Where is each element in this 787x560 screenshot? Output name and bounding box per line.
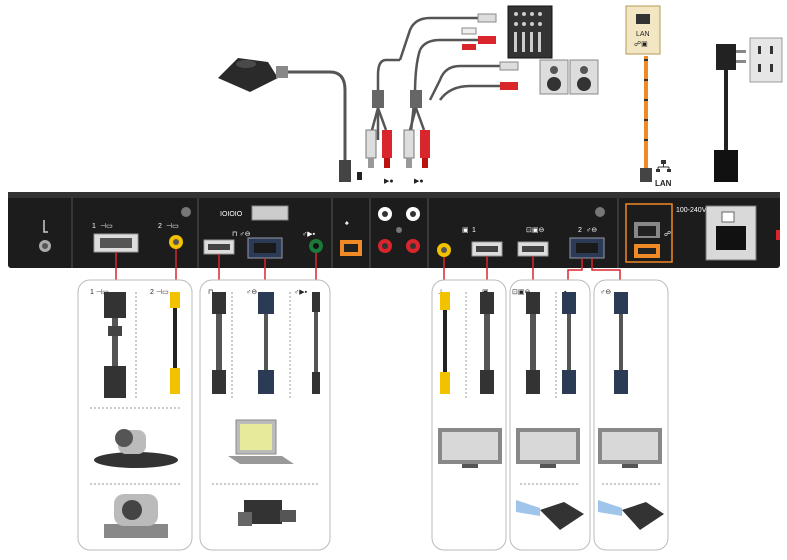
monitor2-icon [516, 428, 580, 468]
svg-text:☍: ☍ [664, 230, 671, 238]
microphone-plug [276, 66, 288, 78]
hdmi-cable [212, 292, 226, 394]
projector1-icon [516, 500, 584, 530]
svg-text:⊣▭: ⊣▭ [96, 289, 109, 296]
data-port-label: IOIOIO [220, 211, 243, 218]
svg-text:⊓: ⊓ [208, 289, 213, 296]
mixer-cables [376, 16, 478, 141]
audio-mixer-icon [507, 5, 553, 59]
mixer-plug-white [477, 13, 497, 23]
projector2-icon [598, 500, 664, 530]
camera2-input-label: 2 [158, 223, 162, 230]
lan-wall-jack-icon: LAN ☍▣ [625, 5, 661, 55]
audio-out-label: ▶● [414, 178, 424, 185]
hdmi-out1-cable [480, 292, 494, 394]
lan-plug [640, 168, 652, 182]
svg-text:♠: ♠ [345, 220, 349, 227]
svg-text:♂▶▪: ♂▶▪ [294, 289, 308, 296]
ptz-camera-icon [94, 429, 178, 468]
microphone-cable [282, 70, 347, 160]
svg-text:1: 1 [472, 227, 476, 234]
svg-text:⊓ ♂⊖: ⊓ ♂⊖ [232, 231, 251, 238]
presentation-panel: ⊓ ♂⊖ ♂▶▪ [199, 279, 331, 551]
composite-cable [440, 292, 450, 394]
vga-cable [258, 292, 274, 394]
audio-mini-cable [312, 292, 320, 394]
svg-text:♂▶▪: ♂▶▪ [302, 231, 316, 238]
codec-unit: 1 ⊣▭ 2 ⊣▭ IOIOIO ⊓ ♂⊖ ♂▶▪ ♠ ▣ [8, 192, 780, 268]
svg-text:♂⊖: ♂⊖ [246, 289, 257, 296]
mixer-plug-white-2 [461, 27, 477, 35]
microphone-connector [339, 160, 351, 182]
svg-text:⊣▭: ⊣▭ [156, 289, 169, 296]
svg-text:⊡▣⊖: ⊡▣⊖ [526, 227, 544, 234]
svg-text:⊣▭: ⊣▭ [166, 223, 179, 230]
speaker-plug-white [499, 61, 519, 71]
speaker-right-icon [569, 59, 599, 95]
camera2-icon [104, 494, 168, 538]
lan-section-highlight [625, 203, 673, 263]
mixer-plug-red-2 [462, 44, 476, 50]
monitor2-panel: ⊡▣⊖ ▪ [509, 279, 591, 551]
monitor3-panel: ♂⊖ [593, 279, 669, 551]
monitor1-icon [438, 428, 502, 468]
lan-label: LAN [655, 179, 672, 188]
svg-text:2: 2 [150, 289, 154, 296]
svg-text:2: 2 [578, 227, 582, 234]
svg-text:1: 1 [90, 289, 94, 296]
bnc-cable [170, 292, 180, 394]
ground-screw-icon [39, 220, 51, 252]
camera-panel: 1 ⊣▭ 2 ⊣▭ [77, 279, 193, 551]
svg-text:⊣▭: ⊣▭ [100, 223, 113, 230]
speaker-cables [428, 64, 500, 101]
svg-text:♂⊖: ♂⊖ [600, 289, 611, 296]
microphone-icon [218, 58, 278, 92]
vga-out-cable-b [614, 292, 628, 394]
output1-label: ▣ [462, 227, 469, 234]
mixer-plug-red [478, 36, 496, 44]
data-port [251, 205, 289, 221]
microphone-label-icon [357, 172, 362, 180]
hdmi-out2-cable [526, 292, 540, 394]
laptop-icon [228, 419, 294, 464]
audio-in-label: ▶● [384, 178, 394, 185]
monitor1-panel: ⊥ ▣ [431, 279, 507, 551]
power-switch [721, 211, 735, 223]
power-outlet-icon [749, 37, 783, 83]
speaker-left-icon [539, 59, 569, 95]
monitor3-icon [598, 428, 662, 468]
dvi-input-label: 1 [92, 223, 96, 230]
vga-out-cable-a [562, 292, 576, 394]
svg-text:♂⊖: ♂⊖ [586, 227, 597, 234]
rca-splitter-right [403, 90, 430, 168]
svg-text:⊡▣⊖: ⊡▣⊖ [512, 289, 530, 296]
rca-splitter-left [365, 90, 392, 168]
power-plug-icon [716, 44, 746, 70]
document-camera-icon [238, 500, 296, 526]
network-icon [656, 160, 671, 172]
lan-wall-jack-text: LAN [636, 31, 650, 38]
speaker-plug-red [500, 82, 518, 90]
dvi-cable [104, 292, 126, 398]
svg-text:☍▣: ☍▣ [634, 40, 648, 48]
power-connector [714, 150, 738, 182]
